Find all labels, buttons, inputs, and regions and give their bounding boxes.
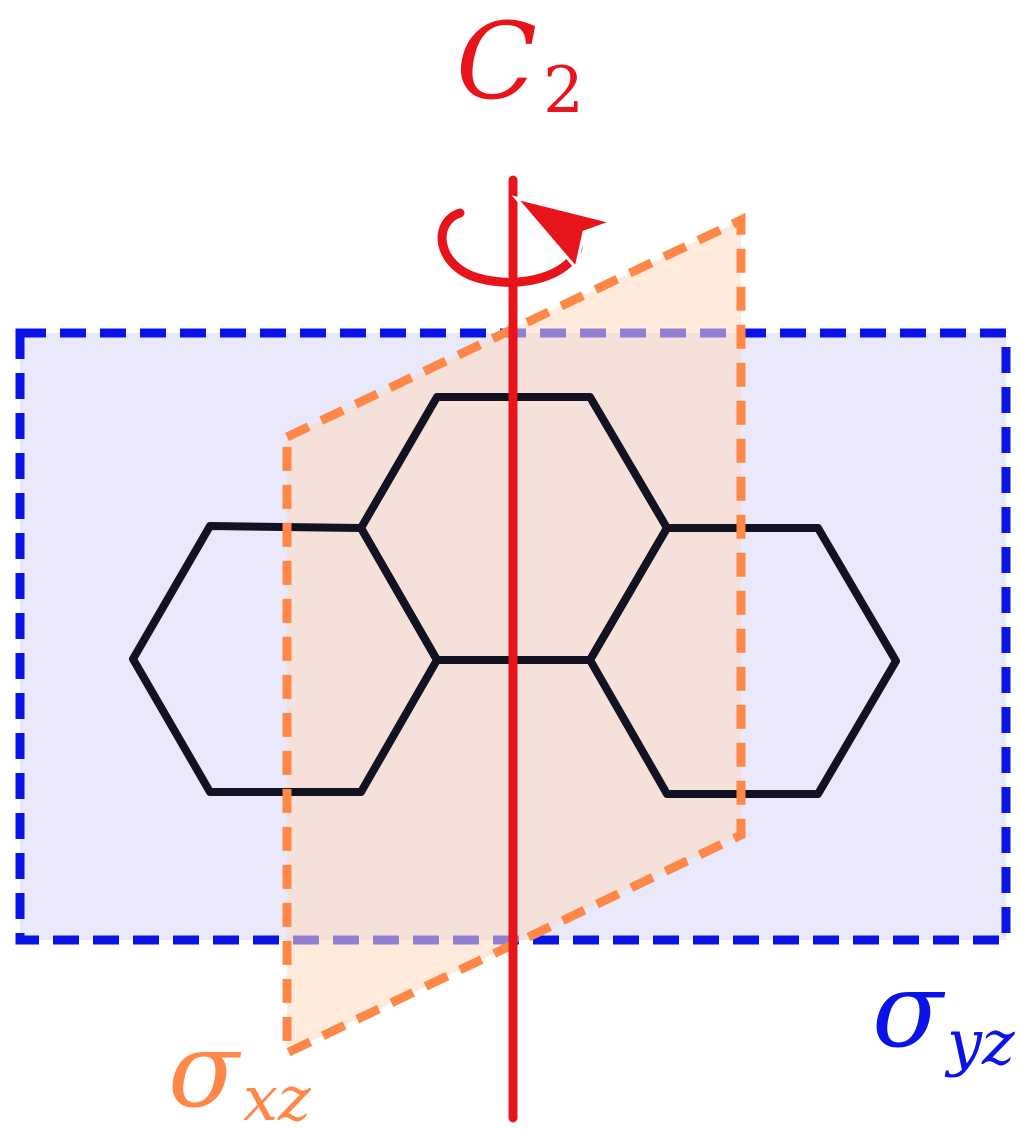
- svg-text:σyz: σyz: [872, 949, 1015, 1079]
- label-c2-sub: 2: [543, 54, 584, 128]
- molecule: [129, 393, 900, 798]
- svg-text:σxz: σxz: [168, 1009, 311, 1129]
- svg-text:C2: C2: [456, 0, 584, 128]
- plane-sigma-xz-border: [282, 212, 746, 1061]
- hexagon-right: [586, 524, 900, 798]
- label-c2: C2: [456, 0, 584, 128]
- c2-axis: [437, 175, 618, 1123]
- hexagon-left: [129, 522, 441, 796]
- rotation-arrow-icon: [437, 208, 583, 287]
- label-sigma-yz: σyz: [872, 949, 1015, 1079]
- label-sigma-xz-sub: xz: [243, 1062, 311, 1129]
- label-c2-main: C: [456, 0, 537, 123]
- label-sigma-yz-main: σ: [872, 949, 946, 1071]
- label-sigma-xz-main: σ: [168, 1009, 242, 1129]
- rotation-arrowhead-icon: [511, 195, 618, 272]
- label-sigma-yz-sub: yz: [944, 1006, 1015, 1079]
- label-sigma-xz: σxz: [168, 1009, 311, 1129]
- plane-sigma-xz-edge: [282, 212, 746, 1061]
